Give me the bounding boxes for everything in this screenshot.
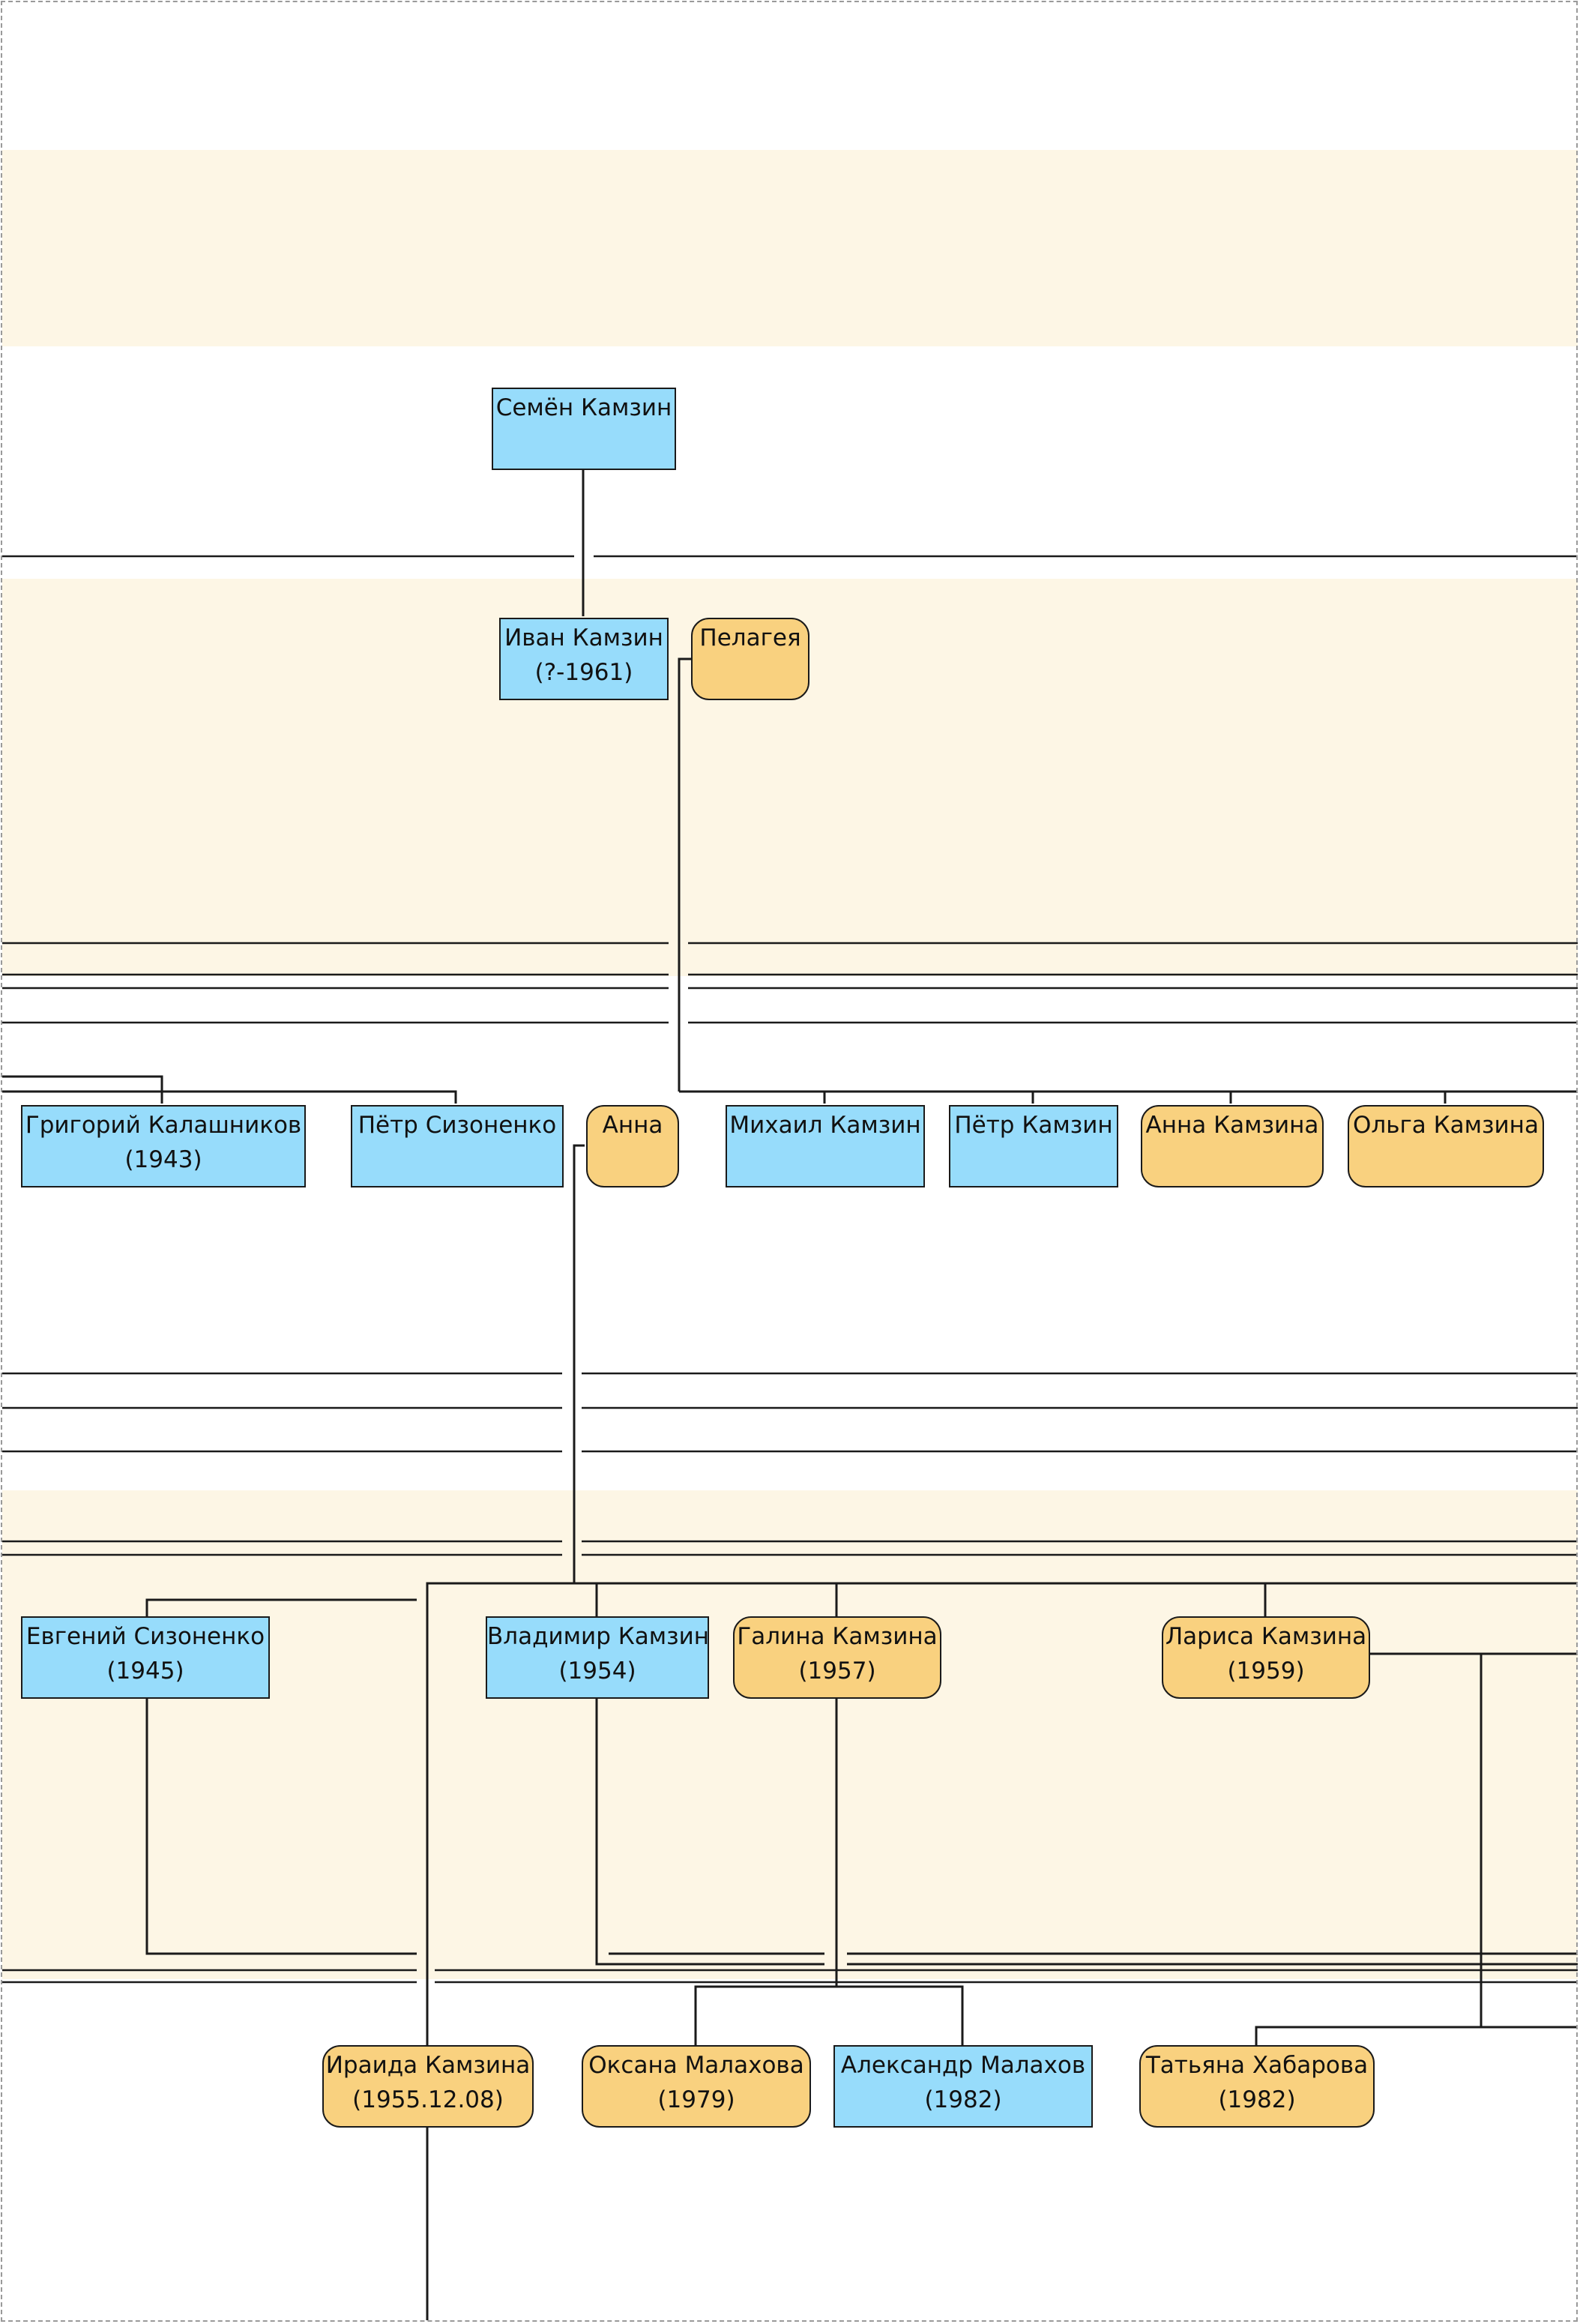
person-galina-kamzina[interactable]: Галина Камзина (1957)	[733, 1616, 941, 1699]
person-iraida-kamzina[interactable]: Ираида Камзина (1955.12.08)	[322, 2045, 534, 2128]
person-pelageya[interactable]: Пелагея	[691, 618, 809, 700]
person-alexander-malakhov[interactable]: Александр Малахов (1982)	[833, 2045, 1093, 2128]
person-tatyana-khabarova[interactable]: Татьяна Хабарова (1982)	[1139, 2045, 1375, 2128]
person-ivan-kamzin[interactable]: Иван Камзин (?-1961)	[499, 618, 669, 700]
person-anna-kamzina[interactable]: Анна Камзина	[1141, 1105, 1324, 1187]
person-semyon-kamzin[interactable]: Семён Камзин	[492, 388, 676, 470]
person-olga-kamzina[interactable]: Ольга Камзина	[1348, 1105, 1544, 1187]
person-anna[interactable]: Анна	[586, 1105, 679, 1187]
generation-band	[2, 150, 1578, 346]
generation-band	[2, 1490, 1578, 1979]
person-mikhail-kamzin[interactable]: Михаил Камзин	[726, 1105, 925, 1187]
person-vladimir-kamzin[interactable]: Владимир Камзин (1954)	[486, 1616, 709, 1699]
person-petr-kamzin[interactable]: Пётр Камзин	[949, 1105, 1118, 1187]
person-oksana-malakhova[interactable]: Оксана Малахова (1979)	[582, 2045, 811, 2128]
person-larisa-kamzina[interactable]: Лариса Камзина (1959)	[1162, 1616, 1370, 1699]
person-petr-sizonenko[interactable]: Пётр Сизоненко	[351, 1105, 564, 1187]
person-evgeny-sizonenko[interactable]: Евгений Сизоненко (1945)	[21, 1616, 270, 1699]
person-grigory-kalashnikov[interactable]: Григорий Калашников (1943)	[21, 1105, 306, 1187]
